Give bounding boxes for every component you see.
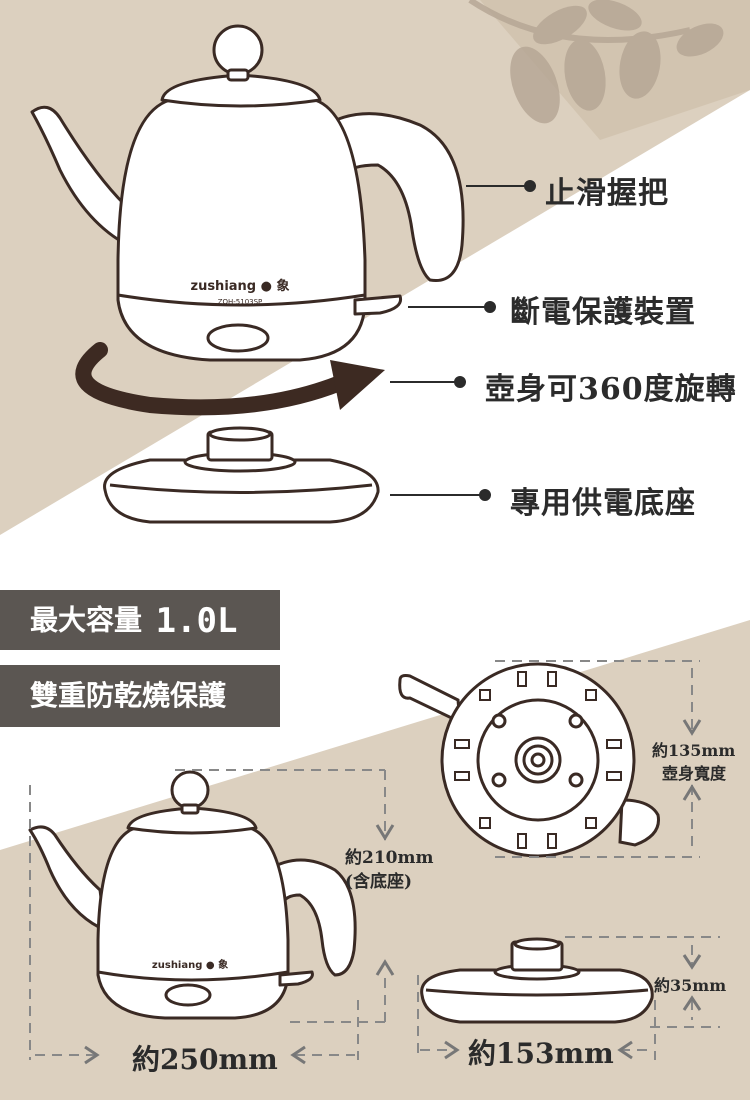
kettle-side-brand-icon: zushiang ● 象 (152, 958, 228, 971)
power-base-icon (103, 426, 380, 524)
height-label: 約210mm (345, 848, 434, 868)
capacity-label: 最大容量 (30, 603, 143, 637)
feature-power-off-label: 斷電保護裝置 (510, 295, 696, 330)
rotation-arrowhead-icon (330, 360, 385, 410)
length-label: 約250mm (132, 1043, 278, 1076)
capacity-value: 1.0L (155, 600, 238, 641)
body-width-caption: 壺身寬度 (662, 764, 727, 783)
kettle-top-icon (30, 24, 465, 362)
protection-badge: 雙重防乾燒保護 (0, 665, 280, 727)
height-caption: (含底座) (345, 872, 413, 892)
body-width-label: 約135mm (652, 741, 736, 760)
rotation-arrow-icon (75, 342, 348, 416)
base-side-icon (420, 937, 654, 1024)
capacity-badge: 最大容量 1.0L (0, 590, 280, 650)
topview-vent-marks (454, 671, 622, 849)
feature-rotate-label: 壺身可360度旋轉 (485, 372, 737, 407)
kettle-topview-icon (398, 662, 661, 858)
dimension-arrowheads (84, 719, 702, 1065)
dimension-guides (29, 660, 720, 1060)
kettle-top-brand-icon: zushiang ● 象 (191, 278, 290, 294)
callout-lines (390, 180, 536, 501)
kettle-top-model-icon: ZOH-5103SP (218, 298, 263, 306)
feature-handle-label: 止滑握把 (545, 176, 669, 211)
feature-base-label: 專用供電底座 (510, 486, 696, 521)
kettle-side-icon (28, 770, 357, 1020)
base-diameter-label: 約153mm (468, 1037, 614, 1070)
base-height-label: 約35mm (654, 976, 727, 995)
leaf-decoration-icon (468, 0, 724, 124)
